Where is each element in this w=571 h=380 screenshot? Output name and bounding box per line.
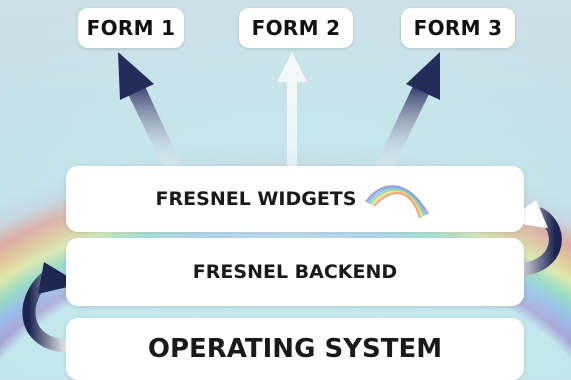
form-3-label: FORM 3 [413,16,503,40]
form-2-box: FORM 2 [239,8,353,48]
form-3-box: FORM 3 [401,8,515,48]
operating-system-label: OPERATING SYSTEM [147,334,443,364]
fresnel-backend-label: FRESNEL BACKEND [192,261,398,283]
arrow-form1 [118,52,182,170]
fresnel-backend-layer: FRESNEL BACKEND [66,238,524,306]
form-1-label: FORM 1 [86,16,176,40]
form-2-label: FORM 2 [251,16,341,40]
operating-system-layer: OPERATING SYSTEM [66,318,524,380]
rainbow-logo-icon [365,185,430,219]
fresnel-widgets-label: FRESNEL WIDGETS [155,188,357,210]
form-1-box: FORM 1 [78,8,184,48]
arrow-form2 [277,52,307,168]
fresnel-widgets-layer: FRESNEL WIDGETS [66,166,524,232]
arrow-form3 [375,52,440,170]
